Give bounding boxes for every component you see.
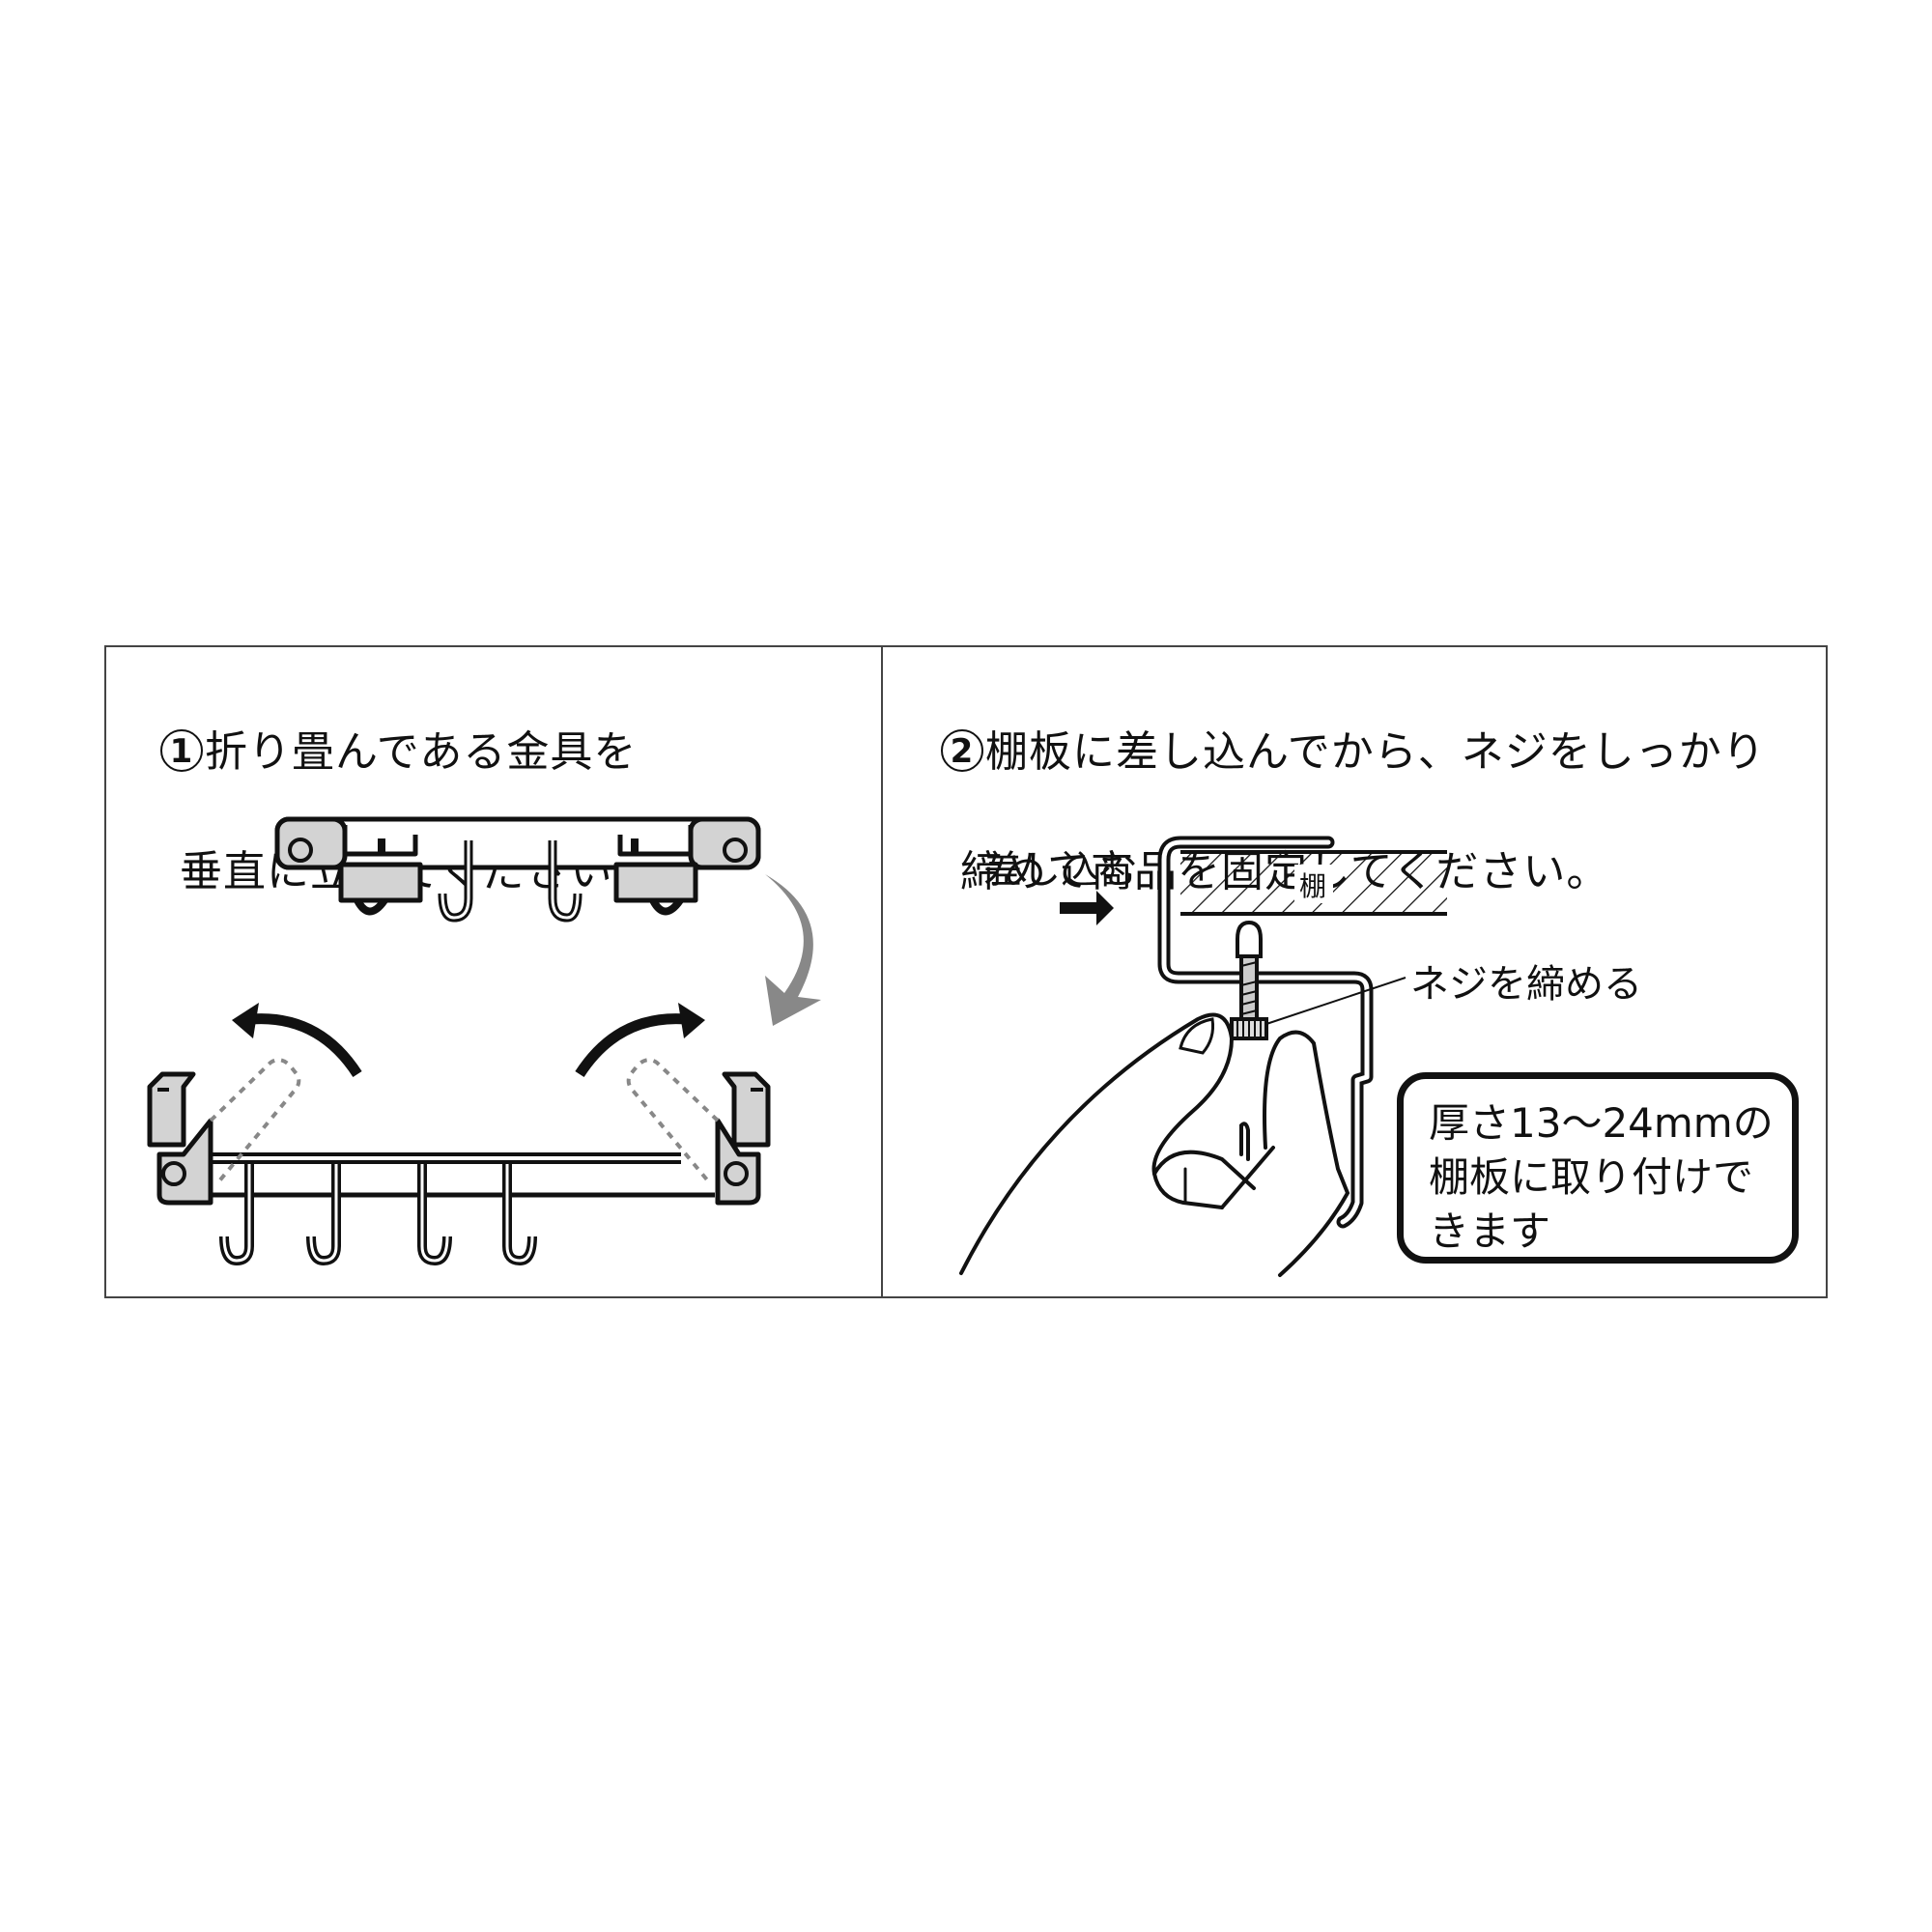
screw <box>1230 920 1268 1040</box>
step-1-number: 1 <box>159 729 203 772</box>
insert-label: 差し込む <box>983 848 1138 893</box>
tighten-screw-label: ネジを締める <box>1410 962 1642 1007</box>
rotate-left-arrow-icon <box>232 1003 362 1078</box>
step-1-title-line1: 折り畳んである金具を <box>204 727 638 777</box>
folded-rack-illustration <box>274 816 761 923</box>
screw-callout-line <box>1265 977 1406 1025</box>
shelf-label: 棚 <box>1299 870 1327 902</box>
hand-illustration <box>959 1012 1350 1277</box>
instruction-frame <box>104 645 1828 1298</box>
rotate-right-arrow-icon <box>575 1003 705 1078</box>
panel-divider <box>881 645 883 1298</box>
folded-position-ghost-right <box>626 1058 720 1185</box>
thickness-note-box: 厚さ13〜24mmの 棚板に取り付けで きます <box>1397 1072 1799 1264</box>
insert-arrow-icon <box>1060 891 1114 925</box>
unfolded-rack-illustration <box>147 1071 771 1265</box>
note-line-2: 棚板に取り付けで <box>1429 1153 1754 1201</box>
clamp-bracket <box>1157 836 1374 1229</box>
step-2-number: 2 <box>940 729 983 772</box>
step-2-title-line1: 棚板に差し込んでから、ネジをしっかり <box>984 727 1766 777</box>
note-line-1: 厚さ13〜24mmの <box>1429 1099 1774 1147</box>
folded-position-ghost-left <box>209 1058 301 1185</box>
note-line-3: きます <box>1429 1208 1551 1255</box>
fold-down-arrow-icon <box>765 874 821 1026</box>
